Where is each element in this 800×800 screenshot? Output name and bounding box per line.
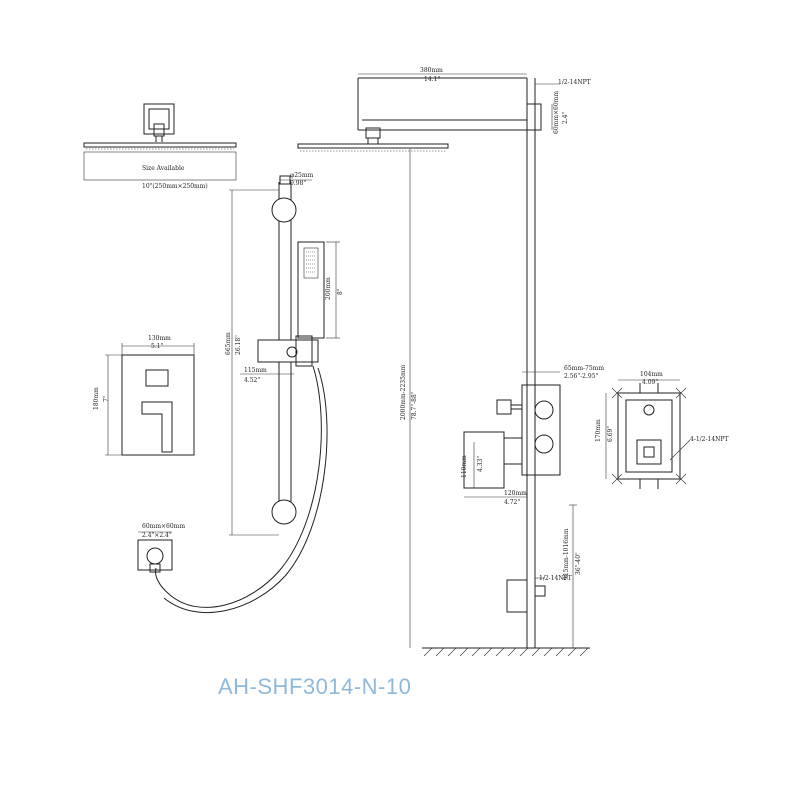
side-elevation-view: 380mm 14.1" 1/2-14NPT 60mm×60mm 2.4" 200…: [357, 67, 604, 657]
rough-width-mm: 104mm: [640, 371, 663, 378]
rough-width-in: 4.09": [642, 379, 658, 386]
rough-thread: 4-1/2-14NPT: [690, 436, 728, 443]
bar-diameter-in: 0.98": [290, 180, 306, 187]
valve-height-mm: 915mm-1016mm: [563, 528, 570, 580]
head-size-label: 10"(250mm×250mm): [142, 183, 208, 190]
outlet-size-mm: 60mm×60mm: [142, 523, 185, 530]
trim-height-mm: 110mm: [461, 455, 468, 478]
holder-depth-in: 4.52": [244, 377, 260, 384]
handshower-length-mm: 200mm: [325, 277, 332, 300]
valve-depth-in: 2.56"-2.95": [564, 373, 599, 380]
model-number: AH-SHF3014-N-10: [218, 674, 412, 699]
bar-diameter-mm: φ25mm: [290, 172, 314, 179]
thread-top: 1/2-14NPT: [558, 79, 591, 86]
trim-height-in: 4.33": [477, 456, 484, 472]
trim-depth-mm: 120mm: [504, 490, 527, 497]
handshower-length-in: 8": [337, 288, 344, 295]
valve-height-in: 36"-40": [575, 552, 582, 575]
plate-height-in: 7": [103, 395, 110, 402]
wall-outlet: 60mm×60mm 2.4"×2.4": [137, 523, 185, 573]
rough-height-in: 6.69": [607, 426, 614, 442]
valve-trim-plate: 130mm 5.1" 180mm 7": [93, 335, 195, 456]
slide-bar-length-in: 26.18": [235, 335, 242, 355]
rough-height-mm: 170mm: [595, 419, 602, 442]
shower-head-small-view: Size Available 10"(250mm×250mm): [83, 103, 237, 190]
plate-width-in: 5.1": [151, 343, 164, 350]
valve-depth-mm: 65mm-75mm: [564, 365, 604, 372]
outlet-size-in: 2.4"×2.4": [142, 532, 172, 539]
arm-length-mm: 380mm: [420, 67, 443, 74]
rough-in-valve-view: 104mm 4.09" 170mm 6.69" 4-1/2-14NPT: [595, 371, 728, 489]
thread-bottom: 1/2-14NPT: [539, 575, 572, 582]
size-available-label: Size Available: [142, 165, 185, 172]
slide-bar-assembly: 665mm 26.18" φ25mm 0.98" 200mm 8" 115mm …: [155, 172, 344, 613]
total-height-mm: 2000mm-2235mm: [400, 364, 407, 420]
holder-depth-mm: 115mm: [244, 367, 267, 374]
flange-size-in: 2.4": [562, 111, 569, 124]
arm-length-in: 14.1": [424, 76, 440, 83]
slide-bar-length-mm: 665mm: [225, 332, 232, 355]
shower-head-front-view: [297, 127, 449, 152]
trim-depth-in: 4.72": [504, 499, 520, 506]
plate-height-mm: 180mm: [93, 387, 100, 410]
flange-size-mm: 60mm×60mm: [553, 91, 560, 134]
total-height-in: 78.7"-88": [411, 391, 418, 420]
plate-width-mm: 130mm: [148, 335, 171, 342]
